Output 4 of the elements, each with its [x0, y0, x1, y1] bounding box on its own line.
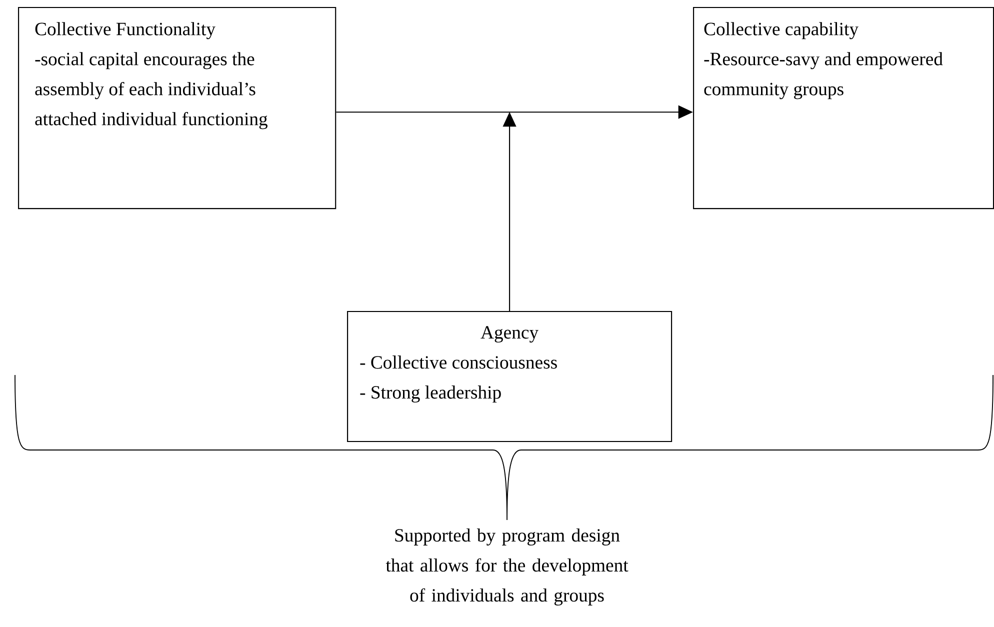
caption-text: Supported by program design that allows for the development of individuals and groups	[386, 528, 628, 606]
text-box: Collective Functionality -social capital encourages the assembly of each individual’s attached individual functioning	[18, 7, 336, 210]
text-box: Collective capability -Resource-savy and empowered community groups	[693, 7, 994, 210]
text-box: Agency - Collective consciousness - Strong leadership	[347, 311, 672, 442]
